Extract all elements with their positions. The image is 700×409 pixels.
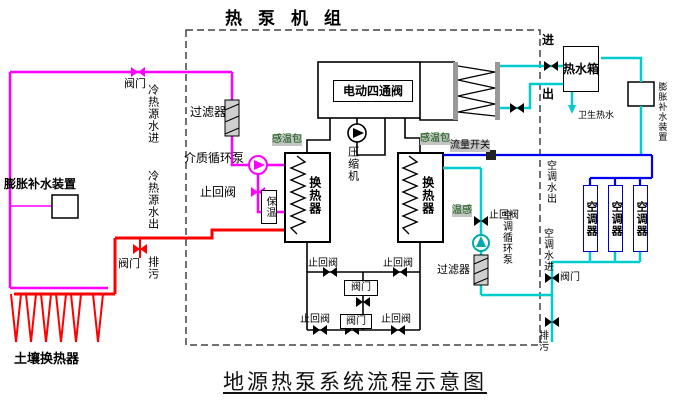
medium-circulation-pump-icon [248,155,268,175]
outlet-label: 出 [542,87,555,101]
valve-label-right: 阀门 [560,272,580,283]
temp-sensor-label: 温感 [452,205,472,217]
hx-left-coil-icon [289,155,307,235]
expansion-tank-left-icon [51,194,79,219]
insulation-label: 保温 [261,190,277,224]
valve-icon [131,67,145,77]
ac-water-out-label: 空调水出 [544,160,556,204]
expansion-tank-right-icon [627,81,655,107]
valve-label-bottom-left: 阀门 [118,258,140,270]
ac-water-in-label: 空调水进 [541,228,553,272]
refrigerant-pipes [306,61,458,156]
hot-water-tank-label: 热水箱 [563,46,599,92]
ac-supply-pipes [443,153,654,185]
hx-left-label: 换热器 [307,176,322,215]
check-valve-right-label: 止回阀 [489,210,519,221]
check-valve-left-label: 止回阀 [200,185,237,199]
sensor-bulb-left-label: 感温包 [272,134,302,146]
soil-heat-exchanger-icon [10,293,104,343]
valve-label-top-left: 阀门 [124,78,146,90]
check-valve-mid-left-label: 止回阀 [308,258,338,269]
sanitary-hot-water-label: 卫生热水 [578,110,615,120]
valve-icon [510,103,524,113]
hx-right-coil-icon [401,155,419,235]
expansion-right-label: 膨胀补水装置 [657,82,668,142]
check-valve-icon [391,325,405,335]
check-valve-icon [313,325,327,335]
flow-switch-label: 流量开关 [450,140,490,152]
sensor-bulb-right-label: 感温包 [420,133,450,145]
filter-right-icon [473,254,489,286]
flow-switch-icon [486,150,496,160]
heat-pump-unit-boundary [185,29,541,346]
ac-circulation-pump-icon [472,234,490,252]
filter-left-label: 过滤器 [190,105,227,119]
valve-mid-label: 阀门 [344,280,378,296]
ac-pump-label: 空调循环泵 [500,210,512,265]
source-water-in-label: 冷热源水进 [146,84,159,144]
check-valve-bottom-left-label: 止回阀 [300,314,330,325]
valve-icon [544,61,558,71]
hot-water-coil-icon [453,62,500,120]
expansion-left-label: 膨胀补水装置 [4,177,77,191]
ac-unit-1-label: 空调器 [583,185,598,252]
hx-right-label: 换热器 [420,176,435,215]
compressor-label: 压缩机 [346,146,359,182]
source-water-out-label: 冷热源水出 [146,170,159,230]
four-way-valve-label: 电动四通阀 [333,80,413,102]
ac-unit-2-label: 空调器 [608,185,623,252]
sanitary-outlet-arrow-icon [568,105,576,114]
check-valve-mid-right-label: 止回阀 [383,258,413,269]
drain-right-label: 排污 [536,330,548,352]
inlet-label: 进 [542,33,555,47]
filter-right-label: 过滤器 [437,264,470,276]
page-title: 热泵机组 [225,9,357,28]
diagram-caption: 地源热泵系统流程示意图 [223,371,487,394]
compressor-icon [347,123,367,143]
valve-bottom-label: 阀门 [340,314,372,329]
source-supply-pipes [8,70,287,290]
ac-unit-3-label: 空调器 [633,185,648,252]
check-valve-bottom-right-label: 止回阀 [381,314,411,325]
source-return-pipes [10,228,287,343]
soil-hx-label: 土壤换热器 [14,351,80,366]
drain-left-label: 排污 [146,256,159,280]
filter-left-icon [224,99,240,137]
medium-pump-label: 介质循环泵 [184,151,245,165]
